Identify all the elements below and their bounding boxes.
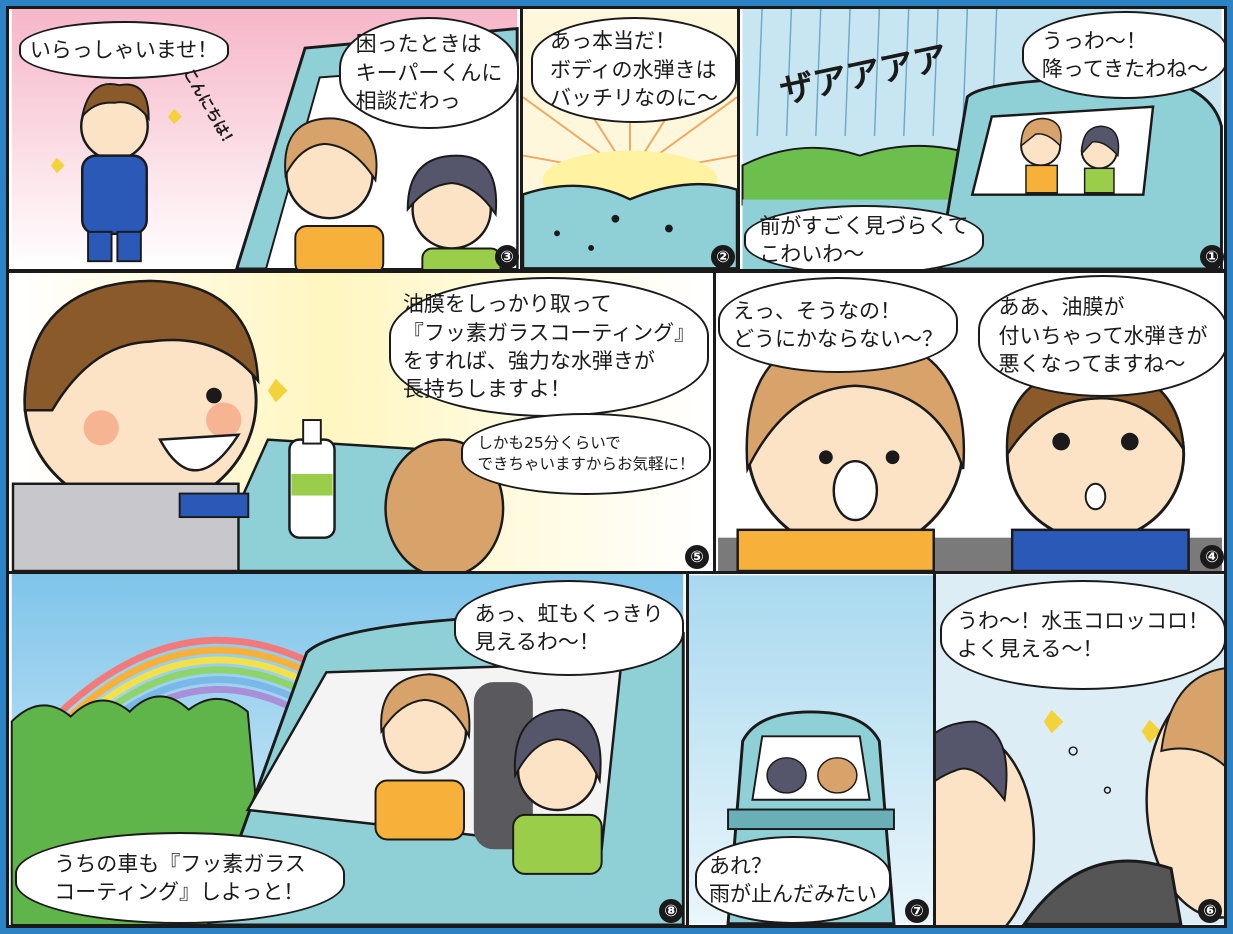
speech-bubble-sounano: えっ、そうなの！ どうにかならない〜？ xyxy=(718,277,958,373)
panel-3: いらっしゃいませ！ こんにちは！ 困ったときは キーパーくんに 相談だわっ ③ xyxy=(6,6,523,272)
panel-number-6: ⑥ xyxy=(1198,899,1222,923)
speech-bubble-niji: あっ、虹もくっきり 見えるわ〜！ xyxy=(454,580,684,676)
bubble-text: 油膜をしっかり取って 『フッ素ガラスコーティング』 をすれば、強力な水弾きが 長… xyxy=(402,292,696,402)
bubble-text: 困ったときは キーパーくんに 相談だわっ xyxy=(355,32,503,114)
bubble-text: うっわ〜！ 降ってきたわね〜 xyxy=(1041,28,1209,81)
panel-7-art xyxy=(689,575,933,925)
bubble-text: うわ〜！水玉コロッコロ！ よく見える〜！ xyxy=(957,608,1209,661)
panel-2: あっ本当だ！ ボディの水弾きは バッチリなのに〜 ② xyxy=(520,6,740,272)
panel-6: うわ〜！水玉コロッコロ！ よく見える〜！ ⑥ xyxy=(933,571,1227,928)
bubble-text: あれ？ 雨が止んだみたい xyxy=(709,853,877,906)
bubble-text: 前がすごく見づらくて こわいわ〜 xyxy=(759,213,969,266)
panel-number-8: ⑧ xyxy=(659,899,683,923)
bubble-text: あっ本当だ！ ボディの水弾きは バッチリなのに〜 xyxy=(550,29,718,111)
speech-bubble-mizutama: うわ〜！水玉コロッコロ！ よく見える〜！ xyxy=(940,580,1224,690)
bubble-text: いらっしゃいませ！ xyxy=(29,37,219,62)
speech-bubble-soudan: 困ったときは キーパーくんに 相談だわっ xyxy=(339,17,519,129)
speech-bubble-yumaku: ああ、油膜が 付いちゃって水弾きが 悪くなってますね〜 xyxy=(978,275,1224,397)
panel-8: あっ、虹もくっきり 見えるわ〜！ うちの車も『フッ素ガラス コーティング』しよっ… xyxy=(6,571,689,928)
panel-5: 油膜をしっかり取って 『フッ素ガラスコーティング』 をすれば、強力な水弾きが 長… xyxy=(6,270,716,574)
panel-number-7: ⑦ xyxy=(905,899,929,923)
speech-bubble-uwa: うっわ〜！ 降ってきたわね〜 xyxy=(1022,11,1224,99)
speech-bubble-uchinokuruma: うちの車も『フッ素ガラス コーティング』しよっと！ xyxy=(15,832,345,924)
panel-number-4: ④ xyxy=(1200,545,1224,569)
speech-bubble-25min: しかも25分くらいで できちゃいますからお気軽に！ xyxy=(461,413,711,495)
speech-bubble-coating: 油膜をしっかり取って 『フッ素ガラスコーティング』 をすれば、強力な水弾きが 長… xyxy=(389,277,709,417)
speech-bubble-mizuraku: 前がすごく見づらくて こわいわ〜 xyxy=(744,205,984,269)
bubble-text: うちの車も『フッ素ガラス コーティング』しよっと！ xyxy=(54,851,306,904)
bubble-text: あっ、虹もくっきり 見えるわ〜！ xyxy=(474,601,664,654)
panel-4: えっ、そうなの！ どうにかならない〜？ ああ、油膜が 付いちゃって水弾きが 悪く… xyxy=(713,270,1227,574)
speech-bubble-hontou: あっ本当だ！ ボディの水弾きは バッチリなのに〜 xyxy=(531,17,737,123)
panel-7: あれ？ 雨が止んだみたい ⑦ xyxy=(686,571,936,928)
bubble-text: しかも25分くらいで できちゃいますからお気軽に！ xyxy=(477,434,695,473)
bubble-text: ああ、油膜が 付いちゃって水弾きが 悪くなってますね〜 xyxy=(998,295,1208,377)
panel-number-5: ⑤ xyxy=(685,545,709,569)
panel-number-2: ② xyxy=(711,245,735,269)
panel-number-1: ① xyxy=(1200,245,1224,269)
speech-bubble-are: あれ？ 雨が止んだみたい xyxy=(695,836,891,924)
speech-bubble-greeting: いらっしゃいませ！ xyxy=(19,21,229,79)
panel-number-3: ③ xyxy=(495,245,519,269)
bubble-text: えっ、そうなの！ どうにかならない〜？ xyxy=(733,298,943,351)
panel-1: ザアアアア うっわ〜！ 降ってきたわね〜 前がすごく見づらくて こわいわ〜 ① xyxy=(737,6,1227,272)
